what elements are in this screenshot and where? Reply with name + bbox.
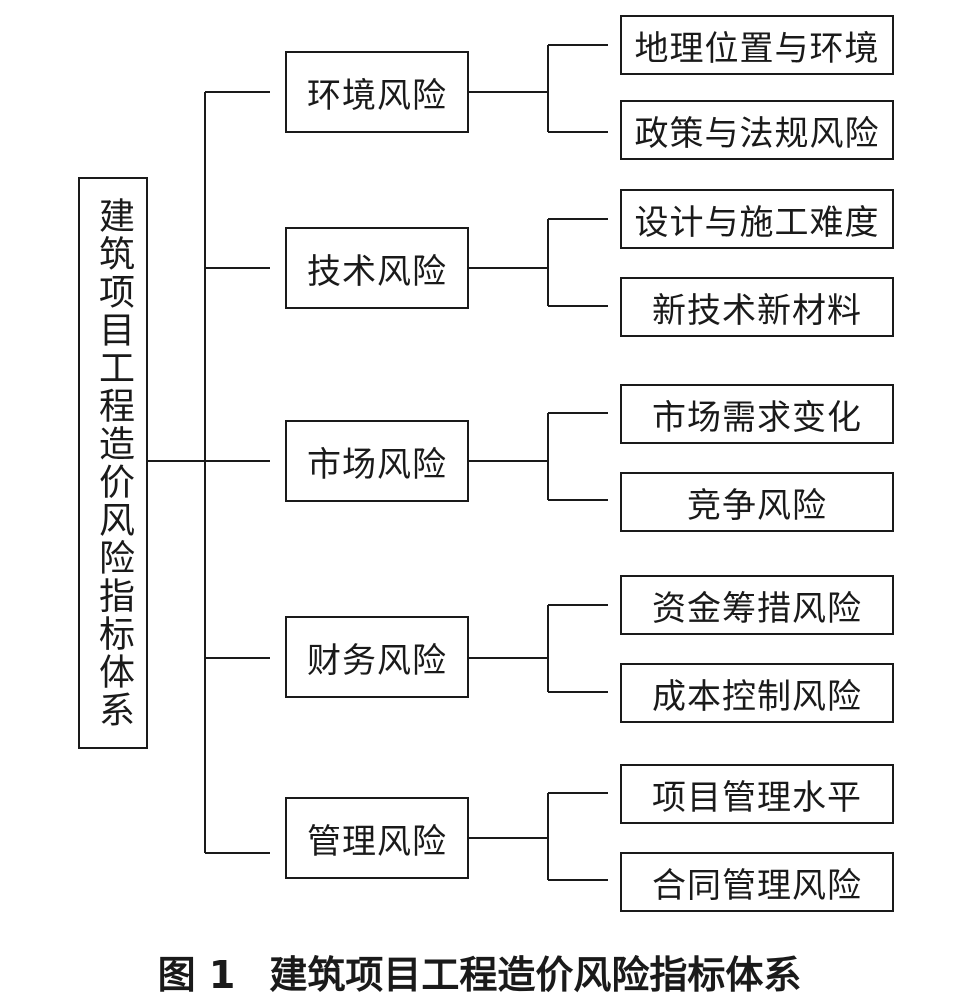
leaf-node: 合同管理风险 — [620, 852, 894, 912]
leaf-label: 新技术新材料 — [652, 290, 862, 331]
root-node: 建筑项目工程造价风险指标体系 — [78, 177, 148, 749]
leaf-node: 地理位置与环境 — [620, 15, 894, 75]
leaf-node: 竞争风险 — [620, 472, 894, 532]
category-node-environment: 环境风险 — [285, 51, 469, 133]
leaf-node: 资金筹措风险 — [620, 575, 894, 635]
category-node-market: 市场风险 — [285, 420, 469, 502]
category-node-management: 管理风险 — [285, 797, 469, 879]
leaf-label: 竞争风险 — [687, 485, 827, 526]
root-label: 建筑项目工程造价风险指标体系 — [93, 197, 134, 729]
figure-title: 建筑项目工程造价风险指标体系 — [269, 953, 802, 997]
leaf-label: 项目管理水平 — [652, 777, 862, 818]
category-node-technology: 技术风险 — [285, 227, 469, 309]
leaf-node: 设计与施工难度 — [620, 189, 894, 249]
category-label: 环境风险 — [307, 75, 447, 116]
leaf-node: 新技术新材料 — [620, 277, 894, 337]
connector-lines — [148, 44, 608, 881]
category-label: 技术风险 — [307, 251, 447, 292]
figure-number: 图 1 — [157, 953, 236, 997]
leaf-label: 地理位置与环境 — [634, 28, 880, 69]
leaf-node: 成本控制风险 — [620, 663, 894, 723]
leaf-label: 合同管理风险 — [652, 865, 862, 906]
leaf-node: 市场需求变化 — [620, 384, 894, 444]
category-node-finance: 财务风险 — [285, 616, 469, 698]
figure-caption: 图 1 建筑项目工程造价风险指标体系 — [0, 944, 959, 999]
leaf-label: 市场需求变化 — [652, 397, 862, 438]
leaf-label: 资金筹措风险 — [652, 588, 862, 629]
category-label: 财务风险 — [307, 640, 447, 681]
leaf-node: 政策与法规风险 — [620, 100, 894, 160]
leaf-label: 成本控制风险 — [652, 676, 862, 717]
leaf-node: 项目管理水平 — [620, 764, 894, 824]
category-label: 管理风险 — [307, 821, 447, 862]
leaf-label: 设计与施工难度 — [634, 202, 880, 243]
leaf-label: 政策与法规风险 — [634, 113, 880, 154]
category-label: 市场风险 — [307, 444, 447, 485]
